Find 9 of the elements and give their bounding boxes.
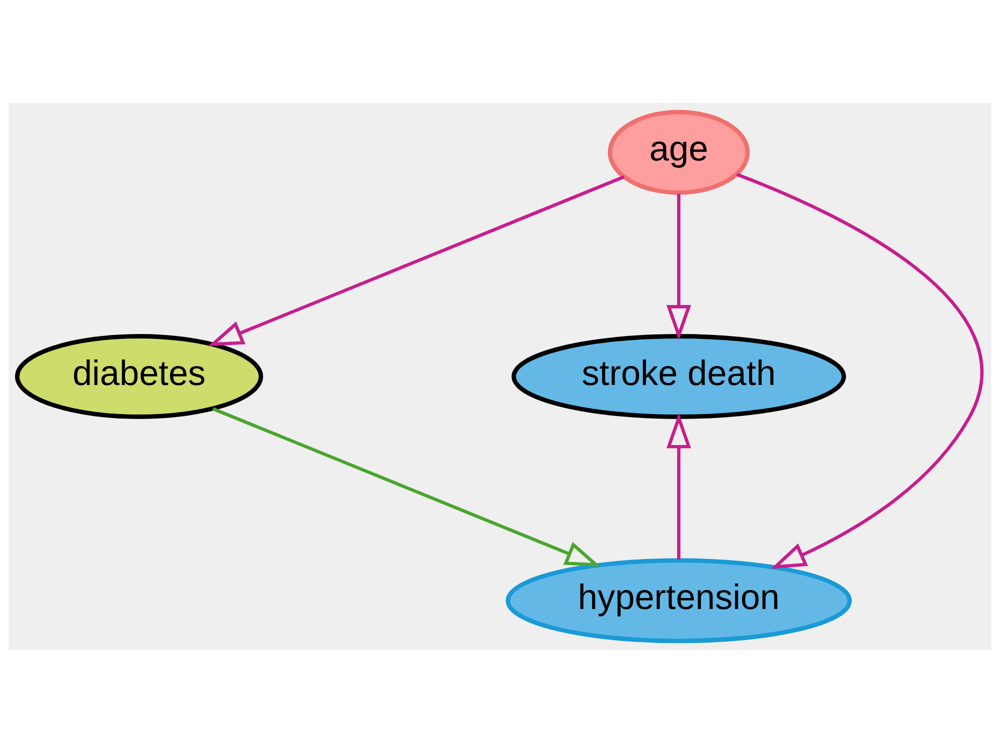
node-ellipse: diabetes <box>15 334 264 418</box>
arrow <box>212 406 601 566</box>
arrow <box>736 172 983 568</box>
node-ellipse: hypertension <box>506 558 852 643</box>
arrow <box>666 193 692 340</box>
node-ellipse: stroke death <box>512 334 846 418</box>
arrow <box>208 174 625 346</box>
arrow <box>666 412 692 560</box>
node-ellipse: age <box>608 109 750 194</box>
